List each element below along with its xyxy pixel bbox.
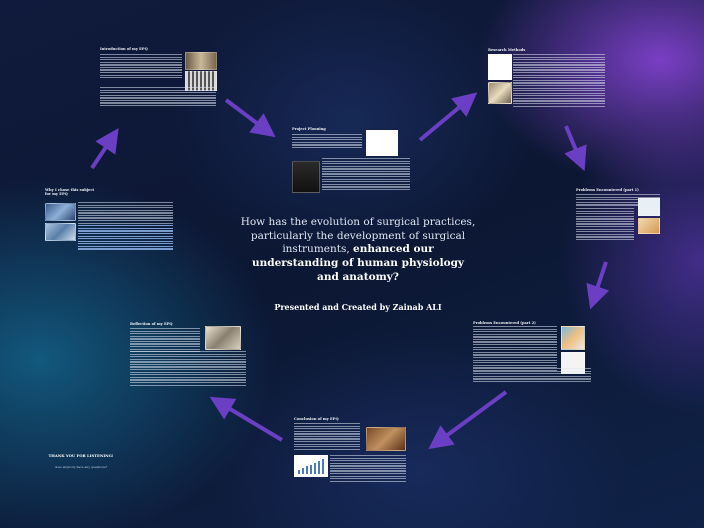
- slide-image: [185, 52, 217, 70]
- arrow-intro-to-planning: [224, 98, 276, 138]
- arrow-problems1-to-problems2: [586, 261, 610, 310]
- slide-title: Problems Encountered (part 1): [576, 188, 639, 192]
- slide-why-chosen[interactable]: Why I chose this subject for my EPQ: [45, 188, 173, 272]
- slide-problems-part1[interactable]: Problems Encountered (part 1): [576, 188, 660, 248]
- slide-title: Problems Encountered (part 2): [473, 321, 536, 325]
- slide-title: Project Planning: [292, 127, 326, 131]
- thank-you-text: THANK YOU FOR LISTENING!: [48, 453, 114, 458]
- arrow-planning-to-research: [418, 92, 478, 142]
- historical-painting-image: [366, 427, 406, 451]
- timer-illustration-image: [638, 218, 660, 234]
- arrow-problems2-to-conclusion: [428, 390, 508, 450]
- question-text: How has the evolution of surgical practi…: [240, 216, 476, 284]
- slide-reflection[interactable]: Reflection of my EPQ: [130, 322, 248, 388]
- arrow-why-to-intro: [90, 128, 119, 170]
- central-question[interactable]: How has the evolution of surgical practi…: [240, 216, 476, 284]
- closing-slide[interactable]: THANK YOU FOR LISTENING! does anybody ha…: [42, 453, 120, 469]
- questions-text: does anybody have any questions?: [54, 465, 108, 469]
- slide-research-methods[interactable]: Research Methods: [488, 48, 606, 110]
- reflection-image: [205, 326, 241, 350]
- slide-introduction[interactable]: Introduction of my EPQ: [100, 47, 218, 115]
- question-part-1: How has the evolution of surgical practi…: [240, 216, 476, 256]
- cartoon-image: [561, 326, 585, 350]
- slide-title: Research Methods: [488, 48, 526, 52]
- slide-title: Reflection of my EPQ: [130, 322, 173, 326]
- arrow-conclusion-to-reflection: [209, 396, 284, 442]
- problem-illustration-image: [638, 198, 660, 216]
- slide-conclusion[interactable]: Conclusion of my EPQ: [294, 417, 408, 483]
- growth-chart-image: [294, 455, 328, 477]
- planning-document-image: [366, 130, 398, 156]
- hospital-image: [45, 223, 76, 241]
- research-document-image: [488, 54, 512, 80]
- slide-problems-part2[interactable]: Problems Encountered (part 2): [473, 321, 591, 385]
- presenter-credit: Presented and Created by Zainab ALI: [274, 302, 442, 312]
- slide-project-planning[interactable]: Project Planning: [292, 127, 412, 199]
- research-photo-image: [488, 82, 512, 104]
- slide-image: [45, 203, 76, 221]
- bar-chart-icon: [298, 459, 324, 474]
- gantt-chart-image: [292, 161, 320, 193]
- slide-title: Why I chose this subject for my EPQ: [45, 188, 95, 197]
- slide-title: Introduction of my EPQ: [100, 47, 148, 51]
- slide-title: Conclusion of my EPQ: [294, 417, 339, 421]
- arrow-research-to-problems1: [564, 125, 587, 172]
- question-part-2: enhanced our understanding of human phys…: [251, 243, 465, 283]
